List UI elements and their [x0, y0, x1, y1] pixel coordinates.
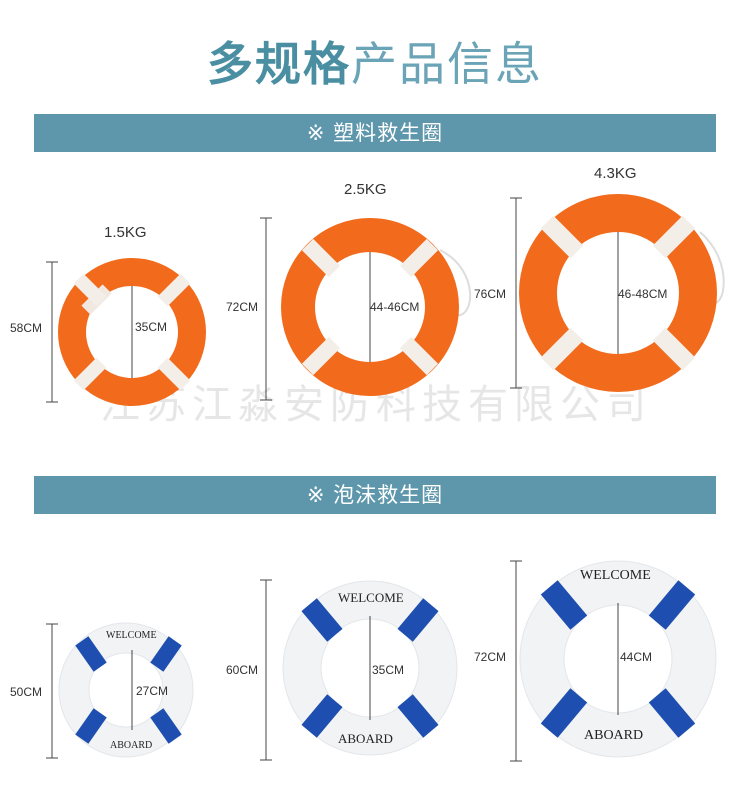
- plastic-ring-1-weight: 1.5KG: [104, 224, 147, 241]
- foam-ring-1-outer: 50CM: [10, 685, 43, 699]
- title-bold: 多规格: [207, 37, 351, 91]
- plastic-ring-1-image: [46, 258, 206, 406]
- foam-ring-3-inner: 44CM: [620, 650, 653, 664]
- foam-ring-1-inner: 27CM: [136, 684, 169, 698]
- foam-ring-3-image: [510, 560, 717, 762]
- foam-ring-1-bottom-text: ABOARD: [110, 740, 153, 751]
- foam-ring-3-bottom-text: ABOARD: [584, 728, 644, 743]
- foam-ring-2-outer: 60CM: [226, 663, 259, 677]
- plastic-ring-1-outer: 58CM: [10, 321, 43, 335]
- foam-ring-1-top-text: WELCOME: [106, 630, 157, 641]
- foam-ring-2-top-text: WELCOME: [338, 590, 404, 605]
- plastic-ring-3-inner: 46-48CM: [618, 287, 668, 301]
- plastic-ring-2-outer: 72CM: [226, 300, 259, 314]
- plastic-ring-2-weight: 2.5KG: [344, 181, 387, 198]
- title-light: 产品信息: [351, 37, 543, 91]
- plastic-ring-1-inner: 35CM: [135, 320, 168, 334]
- foam-ring-3-top-text: WELCOME: [580, 568, 651, 583]
- plastic-ring-3-weight: 4.3KG: [594, 165, 637, 182]
- plastic-ring-2-image: [260, 217, 472, 401]
- foam-ring-1-image: [46, 622, 194, 759]
- section-header-foam: ※ 泡沫救生圈: [34, 476, 716, 514]
- foam-ring-2-bottom-text: ABOARD: [338, 731, 393, 746]
- plastic-ring-3-image: [510, 194, 725, 392]
- foam-ring-3-outer: 72CM: [474, 650, 507, 664]
- page-title: 多规格产品信息: [0, 28, 750, 94]
- section-header-plastic: ※ 塑料救生圈: [34, 114, 716, 152]
- plastic-ring-2-inner: 44-46CM: [370, 300, 420, 314]
- foam-ring-2-image: [260, 579, 458, 761]
- foam-ring-2-inner: 35CM: [372, 663, 405, 677]
- plastic-ring-3-outer: 76CM: [474, 287, 507, 301]
